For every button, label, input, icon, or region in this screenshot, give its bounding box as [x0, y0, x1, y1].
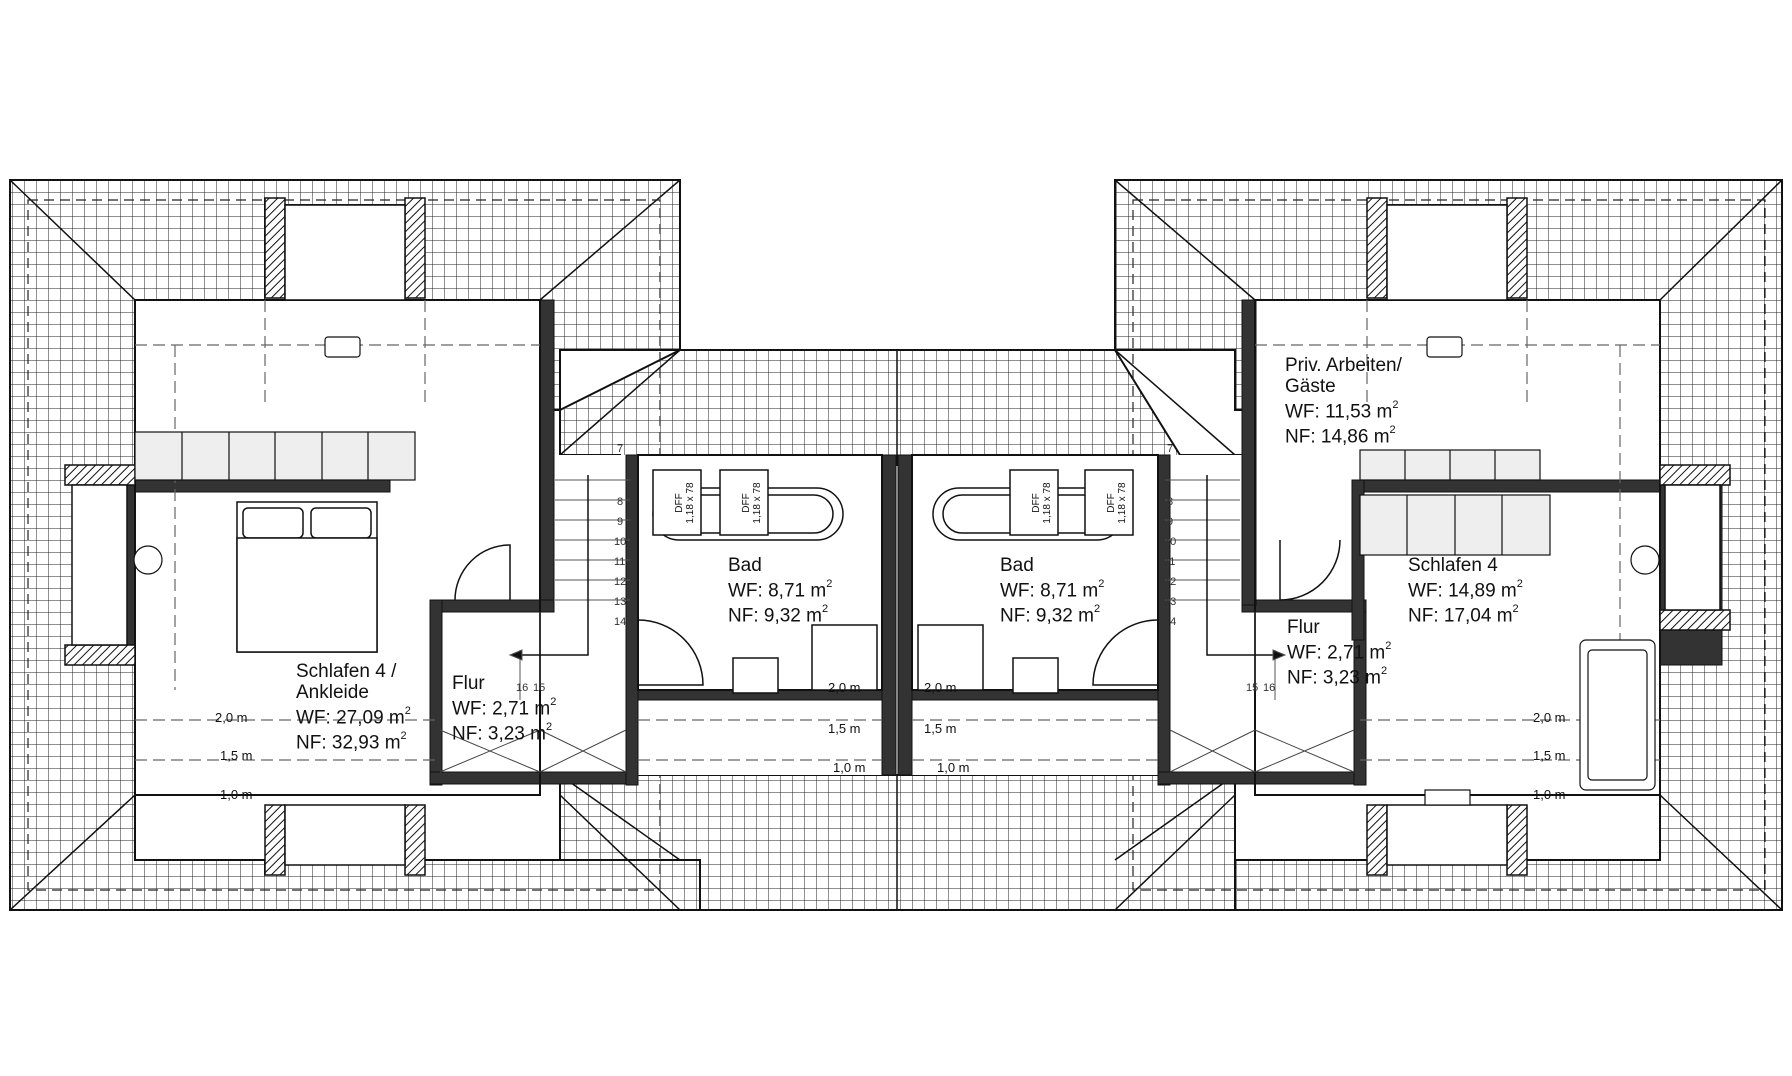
dim-label-1m: 1,0 m	[1533, 787, 1566, 802]
stair-step-number: 11	[614, 556, 626, 568]
bath-fixtures	[652, 469, 1134, 694]
doors	[454, 539, 1341, 686]
stairs-left	[508, 475, 630, 700]
stair-step-number: 15	[533, 682, 546, 694]
dim-label-2m: 2,0 m	[1533, 710, 1566, 725]
dim-label-2m: 2,0 m	[924, 680, 957, 695]
roof-middle-top	[559, 349, 1246, 466]
dim-label-2m: 2,0 m	[828, 680, 861, 695]
wardrobe-right	[1359, 449, 1551, 556]
stair-step-number: 13	[614, 596, 627, 608]
stair-step-number: 15	[1246, 682, 1259, 694]
dim-label-1-5m: 1,5 m	[1533, 748, 1566, 763]
floor-marks	[439, 729, 1355, 773]
dim-label-1-5m: 1,5 m	[924, 721, 957, 736]
stair-step-number: 7	[1167, 443, 1174, 455]
dim-label-1m: 1,0 m	[937, 760, 970, 775]
stair-step-number: 14	[614, 616, 627, 628]
room-label-flur-left: Flur WF: 2,71 m2 NF: 3,23 m2	[452, 673, 557, 745]
room-label-bad-left: Bad WF: 8,71 m2 NF: 9,32 m2	[728, 555, 833, 627]
stair-step-number: 12	[614, 576, 627, 588]
stair-step-number: 13	[1164, 596, 1177, 608]
wardrobe-left	[134, 431, 416, 481]
stair-step-number: 7	[617, 443, 624, 455]
stair-step-number: 12	[1164, 576, 1177, 588]
dim-label-1m: 1,0 m	[220, 787, 253, 802]
dim-label-1-5m: 1,5 m	[828, 721, 861, 736]
stair-step-number: 9	[617, 516, 624, 528]
dim-label-1-5m: 1,5 m	[220, 748, 253, 763]
stair-step-number: 16	[1263, 682, 1276, 694]
stair-step-number: 8	[1167, 496, 1174, 508]
room-label-schlafen-ankleide: Schlafen 4 / Ankleide WF: 27,09 m2 NF: 3…	[296, 661, 411, 754]
desks	[133, 336, 1660, 806]
bed-left	[236, 501, 378, 653]
stair-step-number: 10	[614, 536, 627, 548]
room-label-flur-right: Flur WF: 2,71 m2 NF: 3,23 m2	[1287, 617, 1392, 689]
stair-step-number: 9	[1167, 516, 1174, 528]
dim-label-1m: 1,0 m	[833, 760, 866, 775]
stair-step-number: 16	[516, 682, 529, 694]
window-frames	[71, 204, 1721, 866]
dim-label-2m: 2,0 m	[215, 710, 248, 725]
room-label-bad-right: Bad WF: 8,71 m2 NF: 9,32 m2	[1000, 555, 1105, 627]
stairs-right	[1165, 475, 1287, 700]
stair-step-number: 8	[617, 496, 624, 508]
stair-step-number: 14	[1164, 616, 1177, 628]
stair-step-number: 11	[1164, 556, 1176, 568]
stair-step-number: 10	[1164, 536, 1177, 548]
roof-hips	[9, 179, 1783, 911]
room-label-schlafen-right: Schlafen 4 WF: 14,89 m2 NF: 17,04 m2	[1408, 555, 1523, 627]
room-label-priv-arbeiten: Priv. Arbeiten/ Gäste WF: 11,53 m2 NF: 1…	[1285, 355, 1402, 448]
